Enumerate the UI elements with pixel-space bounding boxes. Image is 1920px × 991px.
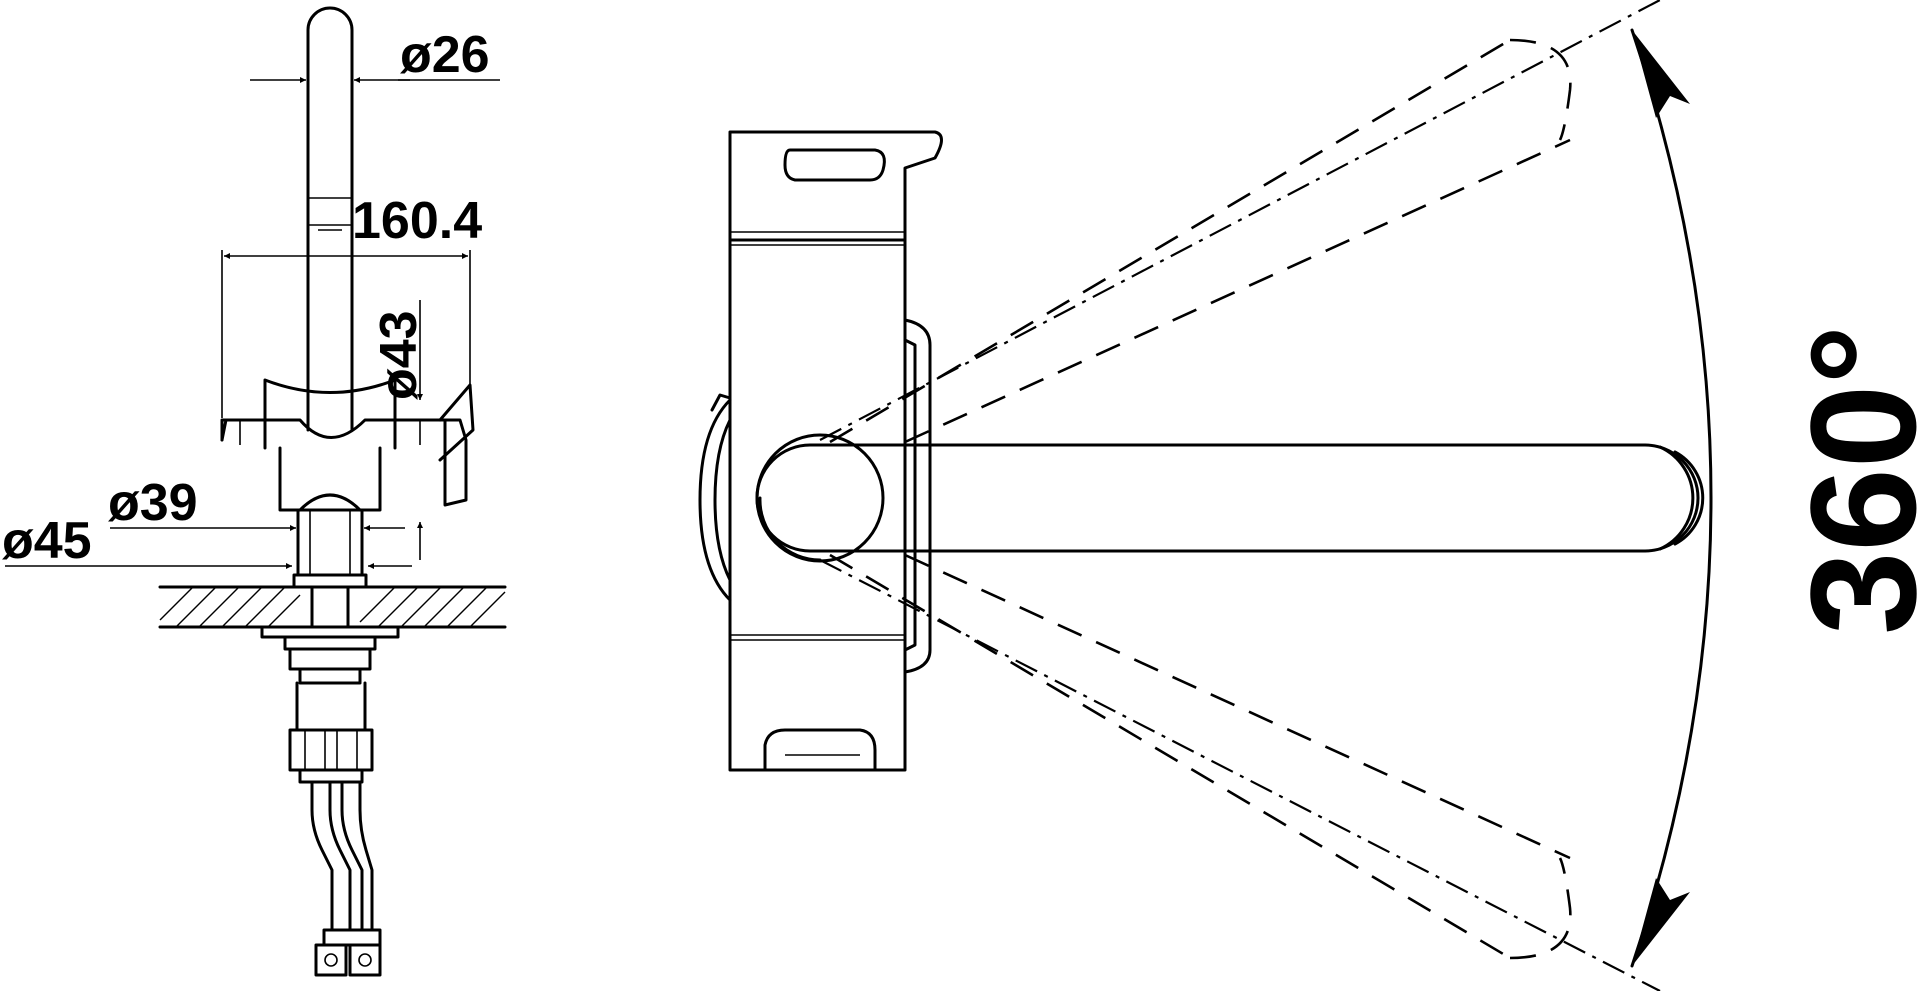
side-view: ø26 160.4 ø43 ø39 ø45 [2,6,507,977]
countertop [158,585,507,629]
dim-rotation: 360° [1779,325,1920,635]
dim-height: 160.4 [352,192,482,250]
arc-arrow-top [1632,30,1690,118]
dim-spout-diameter: ø26 [400,26,490,84]
dim-neck-diameter: ø39 [108,474,198,532]
dim-base-diameter: ø45 [2,512,92,570]
top-view: 360° [698,0,1920,991]
arc-arrow-bottom [1632,878,1690,966]
dim-body-diameter: ø43 [370,310,428,400]
